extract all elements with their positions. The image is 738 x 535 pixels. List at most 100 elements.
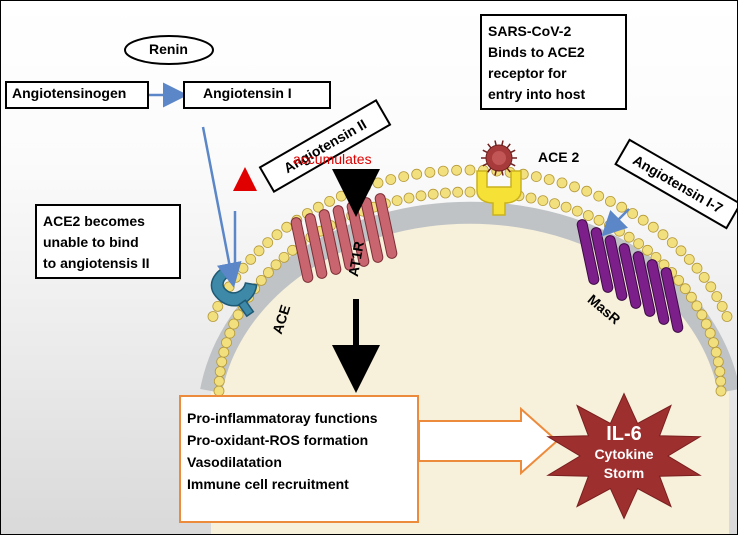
- membrane-bead: [424, 166, 436, 178]
- receptor-helix: [304, 213, 328, 279]
- angiotensin-i-box: Angiotensin I: [183, 81, 331, 109]
- membrane-bead: [714, 366, 726, 377]
- sars-line-1: SARS-CoV-2: [488, 23, 572, 39]
- membrane-bead: [415, 190, 427, 202]
- membrane-bead: [214, 366, 226, 377]
- membrane-bead: [708, 337, 719, 349]
- effect-item: Vasodilatation: [187, 454, 282, 470]
- receptor-helix: [318, 209, 342, 275]
- membrane-bead: [704, 327, 716, 339]
- membrane-bead: [571, 205, 583, 217]
- membrane-bead: [582, 210, 594, 221]
- virus-spike: [482, 149, 488, 154]
- membrane-bead: [335, 190, 347, 202]
- receptor-helix: [576, 219, 600, 285]
- membrane-bead: [372, 177, 384, 189]
- membrane-bead: [221, 337, 232, 349]
- membrane-bead: [647, 221, 659, 233]
- virus-spike: [487, 143, 492, 149]
- membrane-bead: [464, 186, 476, 198]
- ace2-receptor: [476, 170, 522, 216]
- il6-star: [546, 392, 702, 520]
- effect-item: Immune cell recruitment: [187, 476, 349, 492]
- membrane-bead: [666, 237, 678, 249]
- virus-spike: [494, 140, 497, 146]
- ace2-unable-box: ACE2 becomes unable to bind to angiotens…: [35, 204, 181, 279]
- virus-spike: [506, 143, 511, 149]
- membrane-bead: [213, 375, 225, 387]
- membrane-bead: [245, 253, 257, 265]
- virus-spike: [501, 170, 504, 176]
- membrane-bead: [525, 192, 537, 204]
- membrane-bead: [398, 171, 410, 183]
- receptor-helix: [590, 227, 614, 293]
- membrane-bead: [721, 311, 733, 322]
- membrane-bead: [530, 171, 542, 183]
- membrane-bead: [452, 186, 464, 198]
- virus-spike: [487, 167, 492, 173]
- membrane-bead: [385, 174, 397, 185]
- masr-receptor: [576, 219, 684, 333]
- membrane-bead: [657, 229, 669, 241]
- membrane-bead: [207, 311, 219, 322]
- membrane-bead: [705, 281, 717, 293]
- membrane-bead: [686, 291, 697, 303]
- angiotensinogen-label: Angiotensinogen: [12, 85, 127, 101]
- virus-spike: [494, 170, 497, 176]
- membrane-bead: [691, 262, 703, 274]
- membrane-bead: [700, 318, 712, 330]
- membrane-bead: [556, 177, 568, 189]
- membrane-bead: [593, 190, 605, 202]
- membrane-bead: [255, 274, 267, 286]
- membrane-bead: [633, 238, 644, 250]
- orange-block-arrow: [418, 406, 559, 476]
- angiotensin-i-label: Angiotensin I: [203, 85, 292, 101]
- membrane-bead: [262, 237, 274, 249]
- membrane-bead: [228, 318, 240, 330]
- membrane-bead: [403, 192, 415, 204]
- membrane-bead: [451, 164, 463, 176]
- sars-cov-2-virus: [481, 140, 517, 176]
- effect-item: Pro-oxidant-ROS formation: [187, 432, 369, 448]
- membrane-bead: [543, 174, 555, 185]
- membrane-bead: [271, 229, 283, 241]
- membrane-bead: [360, 181, 371, 193]
- renin-label: Renin: [149, 41, 188, 57]
- membrane-bead: [673, 274, 685, 286]
- membrane-bead: [711, 291, 723, 302]
- membrane-bead: [712, 356, 724, 368]
- membrane-bead: [716, 300, 728, 312]
- at1r-receptor: [290, 193, 398, 283]
- il6-title: IL-6: [606, 423, 642, 445]
- membrane-bead: [411, 168, 423, 180]
- il6-line-2: Storm: [603, 465, 645, 481]
- angiotensinogen-box: Angiotensinogen: [5, 81, 149, 109]
- membrane-bead: [569, 181, 580, 193]
- receptor-helix: [660, 267, 684, 333]
- membrane-bead: [324, 195, 336, 207]
- virus-spike: [510, 149, 516, 154]
- effect-item: Pro-inflammatoray functions: [187, 410, 378, 426]
- membrane-bead: [698, 271, 710, 283]
- renin-ellipse: [124, 35, 214, 65]
- arrow-angiotensin-i-to-ace: [201, 126, 242, 288]
- membrane-bead: [391, 195, 403, 207]
- membrane-bead: [253, 245, 265, 257]
- membrane-bead: [691, 300, 703, 312]
- membrane-bead: [696, 309, 708, 321]
- membrane-bead: [683, 253, 695, 265]
- membrane-bead: [237, 262, 249, 274]
- accumulates-label: accumulates: [293, 151, 372, 167]
- membrane-bead: [464, 164, 476, 176]
- membrane-bead: [581, 185, 593, 197]
- membrane-bead: [679, 283, 691, 295]
- receptor-helix: [290, 217, 314, 283]
- membrane-bead: [262, 267, 274, 278]
- ace2-unable-line-1: ACE2 becomes: [43, 213, 145, 229]
- membrane-bead: [560, 201, 572, 213]
- receptor-helix: [632, 251, 656, 317]
- ace2-unable-line-2: unable to bind: [43, 234, 139, 250]
- il6-line-1: Cytokine: [594, 446, 654, 462]
- virus-spike: [510, 162, 516, 167]
